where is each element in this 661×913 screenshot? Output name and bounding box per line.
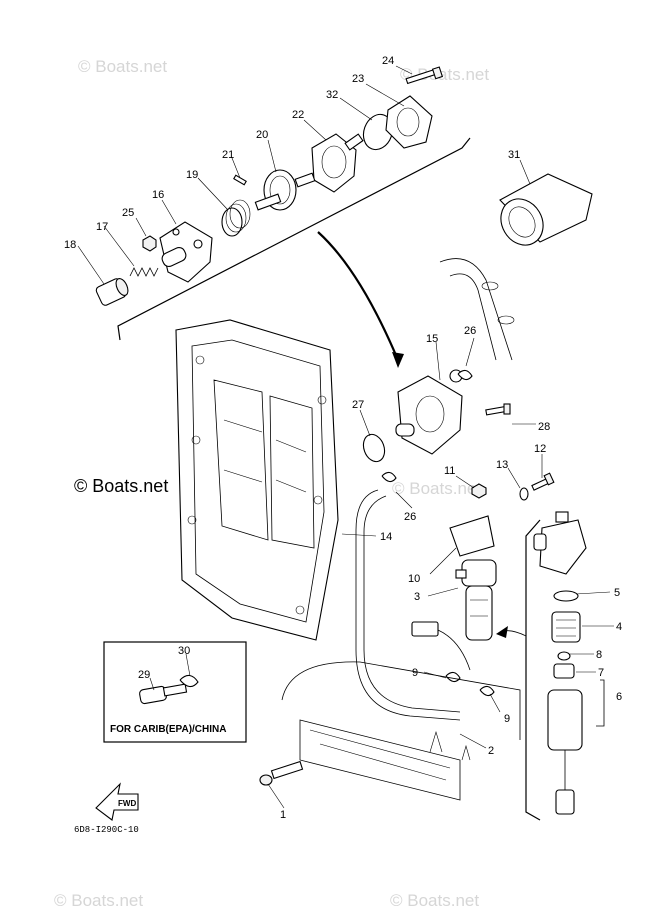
label-22: 22 [292, 109, 304, 121]
label-15: 15 [426, 333, 438, 345]
part-17-spring [129, 267, 159, 277]
label-21: 21 [222, 149, 234, 161]
label-17: 17 [96, 221, 108, 233]
label-6: 6 [616, 691, 622, 703]
part-21-pin [233, 174, 247, 186]
part-23-cover [385, 95, 433, 149]
part-19-spring [221, 199, 251, 237]
detail-arrowhead [496, 626, 508, 638]
part-30-clip [179, 674, 199, 688]
top-group-bracket [117, 137, 471, 341]
part-26-clip-upper [457, 369, 473, 381]
label-20: 20 [256, 129, 268, 141]
label-14: 14 [380, 531, 392, 543]
part-14-hose-inner [363, 495, 461, 713]
label-23: 23 [352, 73, 364, 85]
upper-hose [439, 258, 515, 361]
part-5-oring [553, 590, 579, 602]
part-18-cap [95, 278, 129, 306]
diagram-code: 6D8-I290C-10 [74, 825, 139, 835]
label-1: 1 [280, 809, 286, 821]
part-16-cover [159, 221, 213, 283]
fwd-label: FWD [118, 799, 136, 808]
label-13: 13 [496, 459, 508, 471]
label-8: 8 [596, 649, 602, 661]
part-27-gasket [362, 433, 386, 463]
part-1-bolt [259, 760, 304, 786]
part-6-cup [547, 689, 583, 815]
label-9-right: 9 [504, 713, 510, 725]
inset-note: FOR CARIB(EPA)/CHINA [110, 724, 226, 735]
label-31: 31 [508, 149, 520, 161]
watermark-bottom-left: © Boats.net [54, 891, 143, 910]
part-10-bracket [449, 515, 495, 557]
part-13-washer [519, 487, 529, 501]
part-20-thermostat [254, 169, 297, 211]
label-11: 11 [444, 465, 455, 477]
label-5: 5 [614, 587, 620, 599]
label-3: 3 [414, 591, 420, 603]
part-29-fitting [139, 683, 188, 705]
part-25-nut [142, 235, 157, 252]
label-16: 16 [152, 189, 164, 201]
label-32: 32 [326, 89, 338, 101]
cylinder-block [175, 319, 339, 641]
label-2: 2 [488, 745, 494, 757]
label-19: 19 [186, 169, 198, 181]
detail-bracket [525, 519, 541, 821]
label-7: 7 [598, 667, 604, 679]
part-28-bolt [485, 403, 511, 416]
top-group-arrow [317, 231, 400, 361]
lower-mount [281, 661, 521, 801]
label-12: 12 [534, 443, 546, 455]
part-6-bracket-line [596, 679, 605, 727]
label-30: 30 [178, 645, 190, 657]
part-11-nut [471, 483, 487, 499]
part-9-clip-right [479, 685, 495, 697]
label-27: 27 [352, 399, 364, 411]
label-18: 18 [64, 239, 76, 251]
watermark-bottom-right: © Boats.net [390, 891, 479, 910]
label-26-lower: 26 [404, 511, 416, 523]
part-3-filter-assembly [455, 559, 497, 641]
label-4: 4 [616, 621, 622, 633]
label-29: 29 [138, 669, 150, 681]
label-10: 10 [408, 573, 420, 585]
part-22-housing [294, 133, 364, 193]
leader-lines [77, 65, 614, 809]
watermark-top-left: © Boats.net [78, 57, 167, 76]
part-9-clip-left [445, 671, 461, 683]
part-7-float [553, 663, 575, 679]
label-24: 24 [382, 55, 394, 67]
detail-filter-head [533, 511, 587, 575]
part-32-diaphragm [362, 113, 394, 151]
part-26-clip-lower [381, 471, 397, 483]
part-15-pump [395, 369, 463, 455]
part-24-bolt [405, 66, 444, 85]
top-group-arrowhead [392, 352, 404, 368]
label-25: 25 [122, 207, 134, 219]
part-31-bag [499, 173, 593, 246]
part-14-hose [355, 489, 461, 721]
watermark-middle-left: © Boats.net [74, 476, 168, 496]
part-12-bolt [531, 472, 555, 491]
label-9-left: 9 [412, 667, 418, 679]
fwd-arrow-icon: FWD [95, 782, 139, 821]
wire-connector [411, 621, 471, 671]
part-4-element [551, 611, 581, 643]
label-26-upper: 26 [464, 325, 476, 337]
watermark-middle-right: © Boats.net [392, 479, 481, 498]
part-8-washer [557, 651, 571, 661]
label-28: 28 [538, 421, 550, 433]
inset-box [103, 641, 247, 743]
part-labels: 24 23 32 22 20 21 19 16 25 17 18 31 15 2… [64, 55, 622, 821]
